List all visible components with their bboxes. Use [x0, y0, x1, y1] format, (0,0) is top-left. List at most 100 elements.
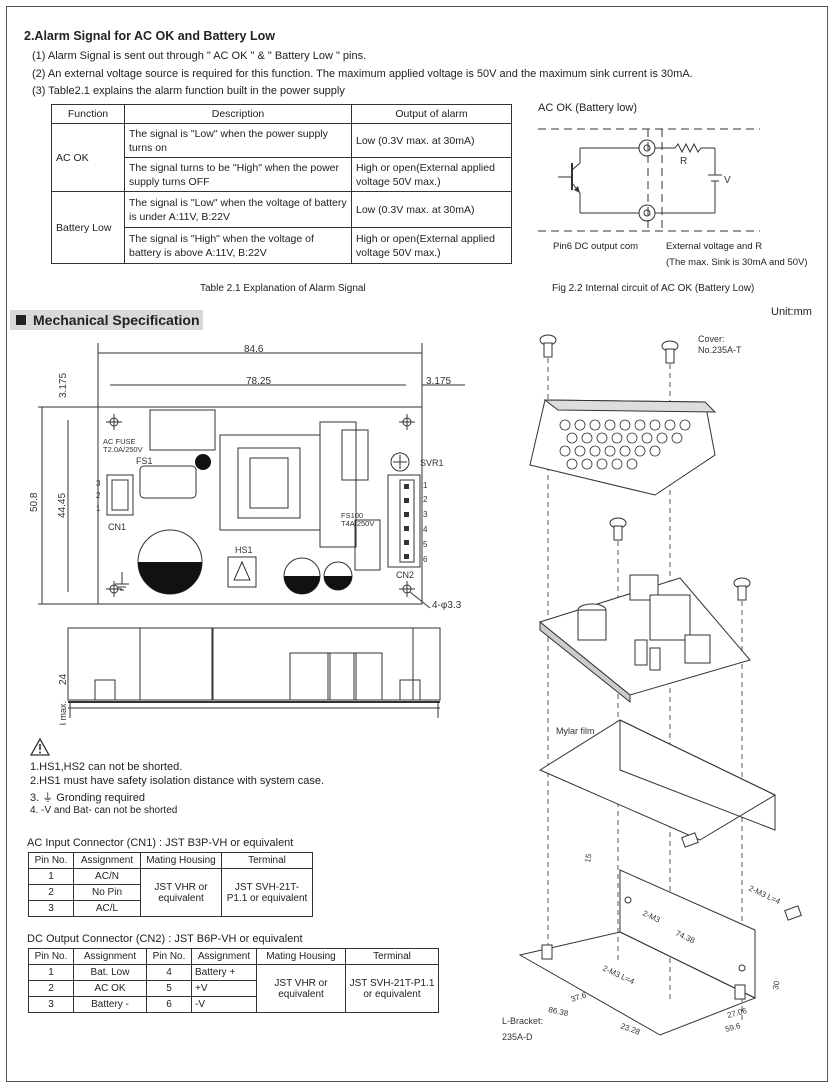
cn2-assignment: Bat. Low — [73, 964, 147, 981]
cn1-assignment: No Pin — [73, 884, 141, 901]
dim-2m3-l4-bracket: 2-M3 L=4 — [601, 964, 636, 987]
dim-offset-right: 3.175 — [426, 376, 451, 387]
fs100-rating: T4A/250V — [341, 519, 374, 528]
dim-hole-height: 44.45 — [57, 493, 68, 518]
bracket-label-1: L-Bracket: — [502, 1016, 543, 1026]
cn2-pin-1: 1 — [423, 481, 428, 490]
dim-8638: 86.38 — [548, 1005, 570, 1018]
cn2-pin-2: 2 — [423, 495, 428, 504]
circuit-resistor-label: R — [680, 156, 687, 167]
circuit-voltage-label: V — [724, 175, 731, 186]
ac-fuse-rating: T2.0A/250V — [103, 445, 143, 454]
circuit-left-note: Pin6 DC output com — [553, 241, 639, 252]
unit-label: Unit:mm — [771, 306, 812, 318]
cn2-header: Pin No. — [28, 948, 74, 965]
dim-2m3-l4: 2-M3 L=4 — [747, 884, 782, 907]
cn2-header: Assignment — [73, 948, 147, 965]
cn2-pin: 1 — [28, 964, 74, 981]
ac-fuse-label: AC FUSE — [103, 437, 136, 446]
dim-height: 50.8 — [29, 492, 40, 512]
mechanical-section-bar: Mechanical Specification — [10, 310, 203, 330]
alarm-table: Function Description Output of alarm AC … — [51, 104, 512, 264]
dim-offset-top: 3.175 — [58, 373, 69, 398]
cn2-pin-5: 5 — [423, 540, 428, 549]
cn2-housing: JST VHR or equivalent — [256, 964, 346, 1013]
cn1-pin: 2 — [28, 884, 74, 901]
note-4: 4. -V and Bat- can not be shorted — [30, 805, 178, 816]
alarm-table-header-description: Description — [124, 104, 352, 124]
cn2-table: Pin No. Assignment Pin No. Assignment Ma… — [28, 948, 439, 1013]
cn1-pin: 1 — [28, 868, 74, 885]
cn2-pin-6: 6 — [423, 555, 428, 564]
cn1-table: Pin No. Assignment Mating Housing Termin… — [28, 852, 313, 917]
cn1-terminal: JST SVH-21T-P1.1 or equivalent — [221, 868, 313, 917]
cn2-pin: 4 — [146, 964, 192, 981]
alarm-table-caption: Table 2.1 Explanation of Alarm Signal — [200, 283, 366, 294]
alarm-table-function-acok: AC OK — [51, 123, 125, 192]
cn2-pin-3: 3 — [423, 510, 428, 519]
cn2-header: Mating Housing — [256, 948, 346, 965]
dim-2328: 23.28 — [619, 1021, 641, 1036]
cn1-header: Terminal — [221, 852, 313, 869]
fs100-label: FS100 — [341, 511, 363, 520]
alarm-table-output: High or open(External applied voltage 50… — [351, 157, 512, 192]
cn1-assignment: AC/N — [73, 868, 141, 885]
alarm-table-function-battery-low: Battery Low — [51, 191, 125, 264]
cn2-header: Assignment — [191, 948, 257, 965]
alarm-table-description: The signal is "Low" when the power suppl… — [124, 123, 352, 158]
cn1-header: Mating Housing — [140, 852, 222, 869]
cn2-assignment: AC OK — [73, 980, 147, 997]
cn2-label: CN2 — [396, 570, 414, 580]
dim-side-height: 24 — [58, 673, 69, 685]
cn1-pin: 3 — [28, 900, 74, 917]
note-3: 3. ⏚ Gronding required — [30, 792, 145, 804]
circuit-diagram: R V — [538, 128, 760, 232]
bracket-label-2: 235A-D — [502, 1032, 533, 1042]
note-2: 2.HS1 must have safety isolation distanc… — [30, 775, 325, 787]
dim-hole-span: 78.25 — [246, 376, 271, 387]
cn1-assignment: AC/L — [73, 900, 141, 917]
circuit-title: AC OK (Battery low) — [538, 102, 638, 114]
cover-label-1: Cover: — [698, 334, 725, 344]
cover-label-2: No.235A-T — [698, 345, 742, 355]
pcb-top-view-drawing: 84.6 78.25 3.175 50.8 44.45 3.175 4-φ3.3… — [29, 343, 465, 725]
circuit-right-note-2: (The max. Sink is 30mA and 50V) — [666, 257, 808, 268]
cn1-header: Assignment — [73, 852, 141, 869]
alarm-table-output: Low (0.3V max. at 30mA) — [351, 123, 512, 158]
alarm-item-2: (2) An external voltage source is requir… — [32, 68, 693, 80]
alarm-table-header-output: Output of alarm — [351, 104, 512, 124]
cn1-pin-1: 1 — [96, 504, 101, 513]
alarm-item-1: (1) Alarm Signal is sent out through " A… — [32, 50, 367, 62]
cn1-pin-2: 2 — [96, 491, 101, 500]
warning-icon — [30, 737, 50, 756]
dim-hole-dia: 4-φ3.3 — [432, 600, 462, 611]
cn2-assignment: Battery + — [191, 964, 257, 981]
cn1-pin-3: 3 — [96, 479, 101, 488]
cn1-label: CN1 — [108, 522, 126, 532]
dim-side-max: 3 max. — [58, 701, 68, 725]
alarm-table-output: Low (0.3V max. at 30mA) — [351, 191, 512, 228]
mylar-label: Mylar film — [556, 726, 595, 736]
alarm-section-title: 2.Alarm Signal for AC OK and Battery Low — [24, 29, 275, 43]
cn2-pin-4: 4 — [423, 525, 428, 534]
cn2-pin: 2 — [28, 980, 74, 997]
cn1-housing: JST VHR or equivalent — [140, 868, 222, 917]
cn2-pin: 3 — [28, 996, 74, 1013]
cn2-pin: 6 — [146, 996, 192, 1013]
alarm-table-description: The signal turns to be "High" when the p… — [124, 157, 352, 192]
page-frame — [6, 6, 828, 1082]
fs1-label: FS1 — [136, 456, 153, 466]
hs1-label: HS1 — [235, 545, 253, 555]
dim-15: 15 — [583, 852, 594, 863]
cn1-header: Pin No. — [28, 852, 74, 869]
alarm-table-description: The signal is "Low" when the voltage of … — [124, 191, 352, 228]
circuit-right-note-1: External voltage and R — [666, 241, 763, 252]
cn2-assignment: Battery - — [73, 996, 147, 1013]
cn2-terminal: JST SVH-21T-P1.1 or equivalent — [345, 964, 439, 1013]
cn2-title: DC Output Connector (CN2) : JST B6P-VH o… — [27, 933, 303, 945]
alarm-table-header-function: Function — [51, 104, 125, 124]
cn2-header: Terminal — [345, 948, 439, 965]
cn1-title: AC Input Connector (CN1) : JST B3P-VH or… — [27, 837, 294, 849]
mechanical-title: Mechanical Specification — [33, 312, 200, 328]
alarm-item-3: (3) Table2.1 explains the alarm function… — [32, 85, 345, 97]
